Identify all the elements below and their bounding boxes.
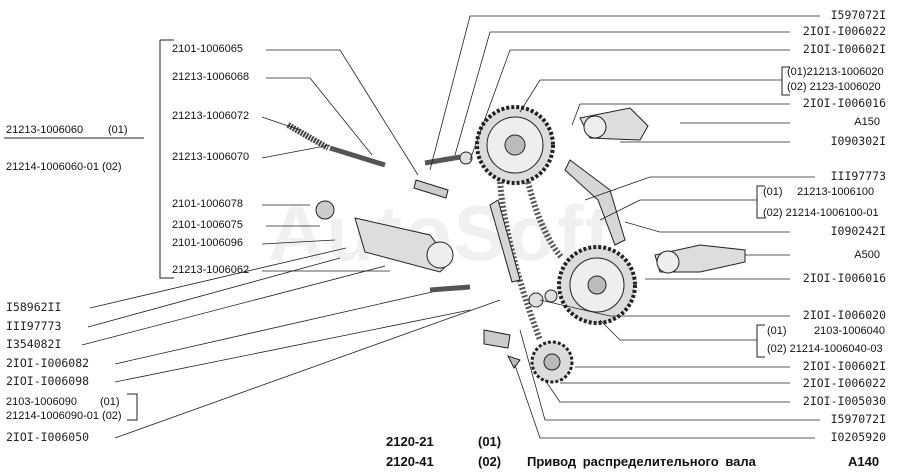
label-A500: A500 [854,249,880,261]
label-21213-1006100: 21213-1006100 [797,186,875,198]
label-21214-1006100-01: (02) 21214-1006100-01 [763,207,879,219]
timing-chain [497,181,565,342]
footer-model-1: 2120-21 [386,434,434,449]
label-2IOI-I00602I-lower: 2IOI-I00602I [802,359,886,373]
label-A150: A150 [854,116,880,128]
label-2IOI-I006050: 2IOI-I006050 [6,430,90,444]
bracket-r4 [781,66,790,96]
tensioner-spring [286,122,330,151]
sprocket-bolt [424,154,461,166]
label-2IOI-I006016-lower: 2IOI-I006016 [802,271,886,285]
footer-code: A140 [848,454,880,469]
label-2IOI-I006022-lower: 2IOI-I006022 [802,376,886,390]
label-III97773-right: III97773 [830,169,886,183]
label-21213-1006060: 21213-1006060 [6,124,84,136]
label-2103-1006040: 2103-1006040 [814,325,885,337]
bracket-r10 [756,185,765,219]
label-2101-1006075: 2101-1006075 [172,219,243,231]
bolt-lower [429,284,471,293]
label-2IOI-I005030: 2IOI-I005030 [802,394,886,408]
oil-pump-drive [579,107,649,141]
washer-lower-2 [544,289,558,303]
plug-lower [483,329,511,349]
group-b-bracket [127,393,138,421]
intermediate-sprocket [557,245,637,325]
label-21214-1006060-01: 21214-1006060-01 (02) [6,161,122,173]
footer-model-1-code: (01) [478,434,502,449]
label-I090242I: I090242I [830,224,886,238]
label-2101-1006065: 2101-1006065 [172,43,243,55]
footer-title: Привод распределительного вала [527,454,756,469]
label-2IOI-I00602I-top: 2IOI-I00602I [802,42,886,56]
crankshaft-sprocket [530,340,574,384]
label-21214-1006090-01: 21214-1006090-01 (02) [6,410,122,422]
label-2IOI-I006020: 2IOI-I006020 [802,308,886,322]
camshaft-sprocket [475,105,555,185]
label-I0205920: I0205920 [830,430,886,444]
label-2IOI-I006016-top: 2IOI-I006016 [802,96,886,110]
tensioner-shoe [413,179,449,199]
bracket-r16 [756,324,765,358]
left-bracket [159,39,174,279]
footer-model-2: 2120-41 [386,454,434,469]
washer-upper [459,151,473,165]
tensioner-body [315,200,454,273]
label-21213-1006070: 21213-1006070 [172,151,250,163]
label-21213-1006020: (01)21213-1006020 [787,66,884,78]
key-lower [507,355,521,369]
label-2IOI-I006098: 2IOI-I006098 [6,374,90,388]
chain-guide-right [564,159,626,246]
label-2103-1006090-code: (01) [100,396,120,408]
label-21214-1006040-03: (02) 21214-1006040-03 [767,343,883,355]
label-2IOI-I006022-top: 2IOI-I006022 [802,24,886,38]
label-I58962II: I58962II [6,300,62,314]
chain-guide-left [489,199,521,283]
label-21213-1006072: 21213-1006072 [172,110,250,122]
label-21213-1006062: 21213-1006062 [172,264,250,276]
label-2IOI-I006082: 2IOI-I006082 [6,356,90,370]
label-2101-1006096: 2101-1006096 [172,237,243,249]
leader-lines-left [81,49,501,439]
label-21213-1006100-code: (01) [763,186,783,198]
tensioner-rod [329,145,386,168]
label-III97773: III97773 [6,319,62,333]
leader-lines-right [429,15,820,439]
label-2103-1006090: 2103-1006090 [6,396,77,408]
label-21213-1006068: 21213-1006068 [172,71,250,83]
label-I090302I: I090302I [830,134,886,148]
label-2103-1006040-code: (01) [767,325,787,337]
footer-model-2-code: (02) [478,454,502,469]
label-I597072I-lower: I597072I [830,412,886,426]
washer-lower [528,292,544,308]
label-2123-1006020: (02) 2123-1006020 [787,81,881,93]
label-21213-1006060-code: (01) [108,124,128,136]
distributor-gear [654,244,746,274]
label-I354082I: I354082I [6,337,62,351]
label-2101-1006078: 2101-1006078 [172,198,243,210]
label-I597072I-top: I597072I [830,8,886,22]
